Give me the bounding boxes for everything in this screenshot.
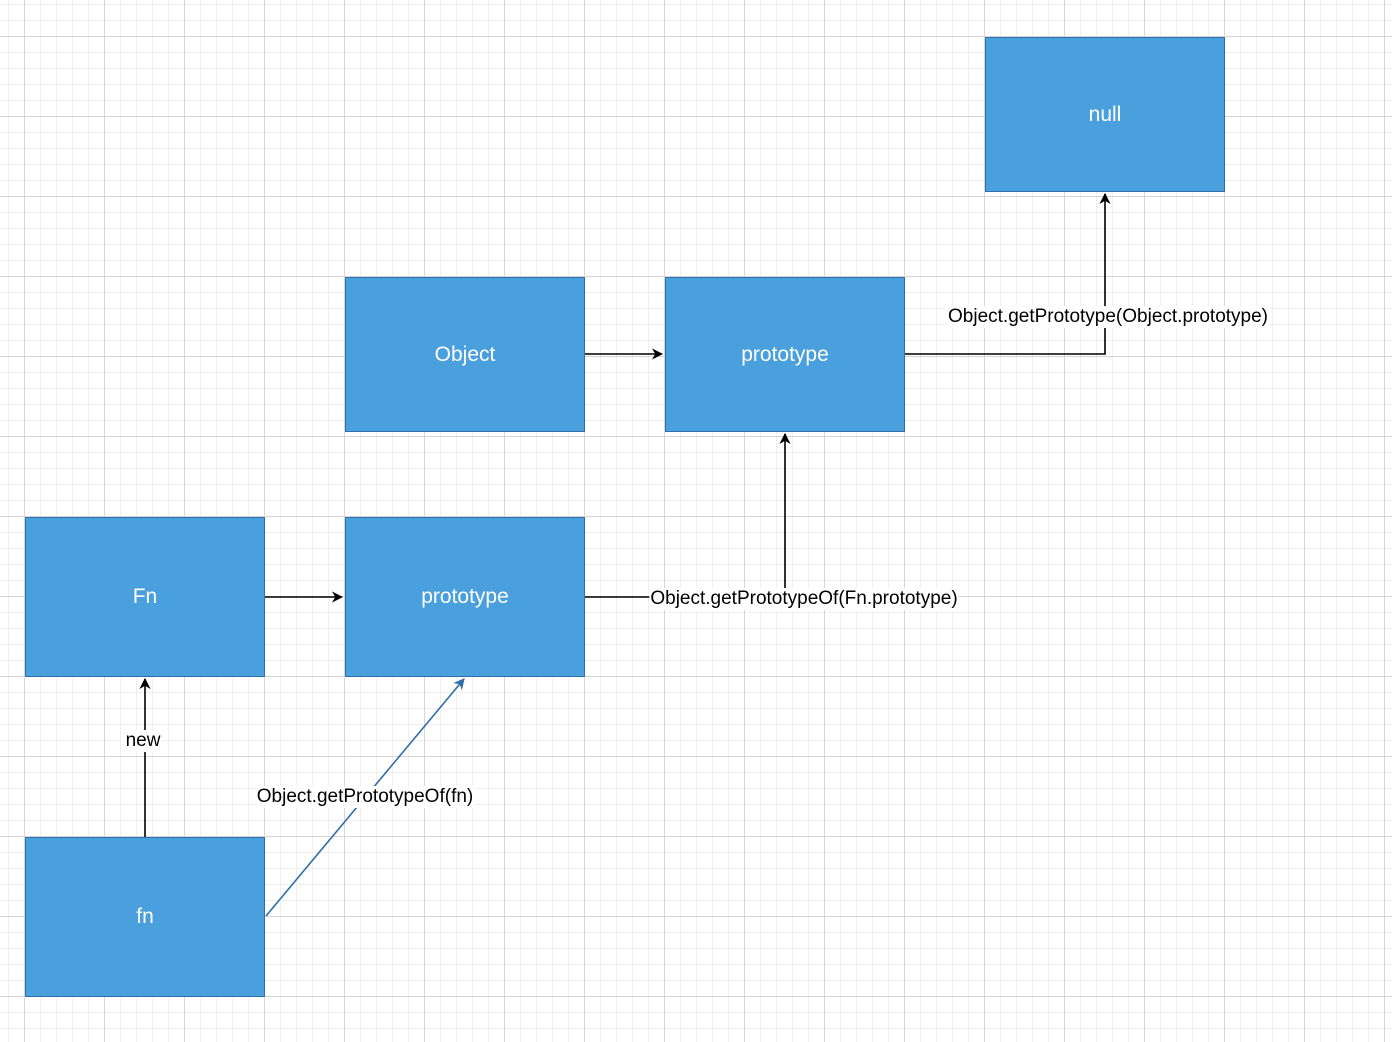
edge-label-fn-instance-to-fn[interactable]: new [124,730,162,752]
node-fn-prototype-label: prototype [421,585,509,608]
node-fn-instance[interactable]: fn [25,837,265,997]
node-object[interactable]: Object [345,277,585,432]
edge-label-fn-prototype-to-object-prototype[interactable]: Object.getPrototypeOf(Fn.prototype) [649,588,959,610]
node-object-prototype[interactable]: prototype [665,277,905,432]
node-object-label: Object [434,342,496,366]
edge-fn-prototype-to-object-prototype[interactable] [585,432,791,598]
edge-object-prototype-to-null[interactable] [905,192,1111,355]
edge-label-object-prototype-to-null[interactable]: Object.getPrototype(Object.prototype) [947,306,1269,328]
node-null[interactable]: null [985,37,1225,192]
node-null-label: null [1088,102,1122,126]
edge-label-fn-instance-to-fn-prototype[interactable]: Object.getPrototypeOf(fn) [255,786,475,808]
node-fn-constructor[interactable]: Fn [25,517,265,677]
node-fn-instance-label: fn [136,905,154,928]
node-fn-constructor-label: Fn [132,585,158,608]
node-fn-prototype[interactable]: prototype [345,517,585,677]
node-object-prototype-label: prototype [741,342,829,366]
